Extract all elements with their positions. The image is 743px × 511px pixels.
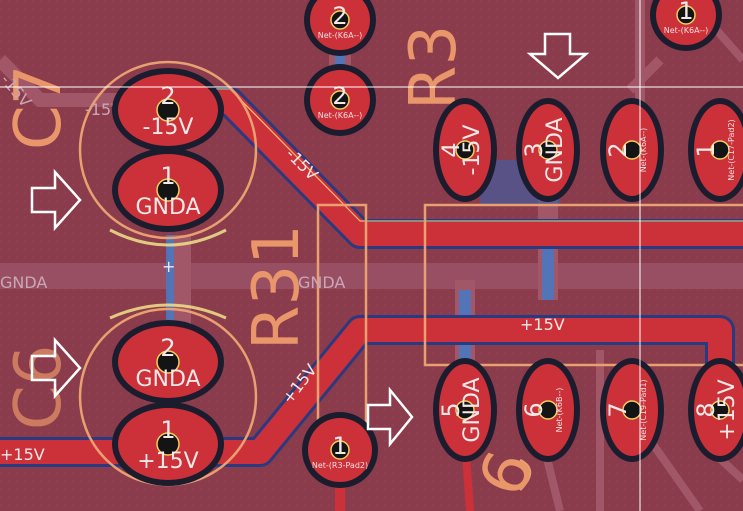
drill-hole — [710, 400, 730, 420]
drill-hole — [156, 98, 180, 122]
pad-net-name: Net-(K6A--) — [318, 31, 363, 40]
drill-hole — [330, 90, 350, 110]
plus-mark: + — [162, 257, 175, 276]
drill-hole — [538, 400, 558, 420]
pad-u1[interactable]: 1 Net-(C17-Pad2) — [688, 98, 743, 202]
u-outline — [423, 203, 743, 367]
pad-number: 7 — [604, 402, 632, 417]
arrow-down-icon — [526, 32, 590, 80]
track-label-pos15-left: +15V — [0, 445, 45, 464]
pad-c6-1[interactable]: 1 +15V — [112, 402, 224, 486]
c7-outline — [78, 60, 258, 240]
pad-u4[interactable]: 4-15V — [433, 98, 497, 202]
pad-net-name: GNDA — [135, 367, 200, 392]
ref-r31: R31 — [240, 224, 314, 350]
pad-c7-2[interactable]: 2 -15V — [112, 68, 224, 152]
drill-hole — [455, 140, 475, 160]
pad-net-name: -15V — [460, 125, 485, 176]
track-label-gnda-left: GNDA — [0, 273, 47, 292]
drill-hole — [455, 400, 475, 420]
ref-r3: R3 — [397, 25, 471, 110]
pads: 2-15V1GNDA2GNDA1+15V2Net-(K6A--)2Net-(K6… — [112, 0, 743, 488]
drill-hole — [538, 140, 558, 160]
pad-number: 2 — [604, 142, 632, 157]
pad-number: 2 — [332, 82, 347, 110]
pad-number: 3 — [520, 142, 548, 157]
drill-hole — [676, 5, 696, 25]
arrow-right-icon — [366, 386, 414, 448]
pad-net-name: Net-(R3-Pad2) — [312, 461, 368, 470]
drill-hole — [156, 350, 180, 374]
track-label-gnda-mid: GNDA — [298, 273, 345, 292]
drill-hole — [156, 432, 180, 456]
pad-net-name: -15V — [143, 115, 194, 140]
pad-number: 1 — [692, 142, 720, 157]
pad-net-name: Net-(C17-Pad2) — [727, 119, 736, 180]
pad-net-name: GNDA — [460, 377, 485, 442]
pad-number: 2 — [160, 82, 175, 110]
pad-number: 1 — [678, 0, 693, 25]
pad-u2[interactable]: 2 Net-(K6A--) — [600, 98, 664, 202]
pad-u8[interactable]: 8+15V — [688, 358, 743, 462]
arrow-right-icon — [30, 336, 82, 400]
annotation-arrows — [30, 32, 590, 448]
pad-number: 2 — [160, 334, 175, 362]
pad-u6[interactable]: 6 Net-(K6B--) — [516, 358, 580, 462]
drill-hole — [622, 400, 642, 420]
ref-c6: C6 — [2, 345, 76, 430]
pad-number: 1 — [332, 432, 347, 460]
drill-hole — [622, 140, 642, 160]
pad-net-name: Net-(K6A--) — [639, 128, 648, 173]
pad-number: 2 — [332, 2, 347, 30]
pad-number: 4 — [437, 142, 465, 157]
pad-u7[interactable]: 7 Net-(C19-Pad1) — [600, 358, 664, 462]
track-label-pos15-horiz: +15V — [520, 315, 565, 334]
pad-number: 1 — [160, 162, 175, 190]
drill-hole — [330, 10, 350, 30]
pad-net-name: Net-(K6A--) — [664, 26, 709, 35]
pad-number: 1 — [160, 416, 175, 444]
drill-hole — [710, 140, 730, 160]
arrow-right-icon — [30, 168, 82, 232]
drill-hole — [330, 440, 350, 460]
pad-number: 8 — [692, 402, 720, 417]
pad-net-name: GNDA — [543, 117, 568, 182]
pad-number: 6 — [520, 402, 548, 417]
ref-c7: C7 — [2, 65, 76, 150]
pad-net-name: Net-(K6B--) — [555, 388, 564, 433]
pad-number: 5 — [437, 402, 465, 417]
pad-net-name: GNDA — [135, 195, 200, 220]
pad-net-name: +15V — [715, 379, 740, 440]
pad-net-name: Net-(C19-Pad1) — [639, 379, 648, 440]
pad-net-name: Net-(K6A--) — [318, 111, 363, 120]
drill-hole — [156, 178, 180, 202]
pad-net-name: +15V — [137, 449, 198, 474]
